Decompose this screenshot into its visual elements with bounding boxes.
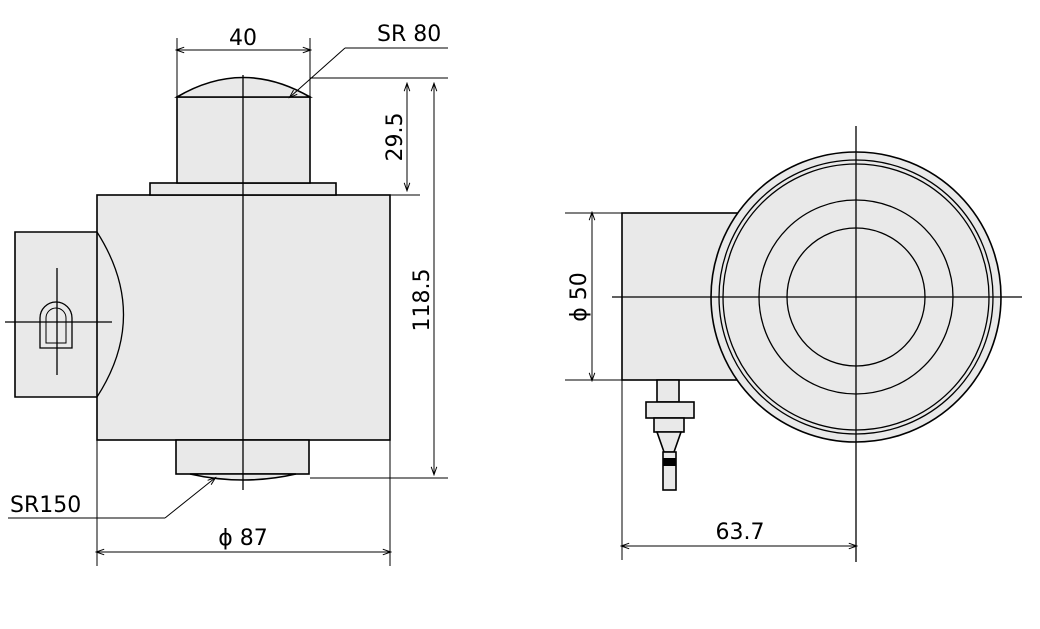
side-view: 40 SR 80 29.5 118.5 SR150 ϕ 87 (5, 22, 448, 566)
sr80-leader (290, 47, 346, 97)
dim-total-height: 118.5 (410, 269, 435, 332)
dim-body-diameter: ϕ 87 (218, 526, 268, 551)
connector-band (663, 458, 676, 466)
lug-slot-icon (39, 301, 73, 349)
dim-offset: 63.7 (716, 520, 765, 545)
lug-curve (96, 231, 125, 398)
cable-gland (645, 379, 695, 491)
dim-cap-height: 29.5 (383, 113, 408, 162)
sr150-leader (164, 478, 215, 519)
dim-sphere-top: SR 80 (377, 22, 441, 47)
dim-sphere-bottom: SR150 (10, 493, 81, 518)
top-view: ϕ 50 63.7 (565, 126, 1022, 562)
dim-connector-diameter: ϕ 50 (567, 272, 592, 322)
dim-top-width: 40 (229, 26, 257, 51)
